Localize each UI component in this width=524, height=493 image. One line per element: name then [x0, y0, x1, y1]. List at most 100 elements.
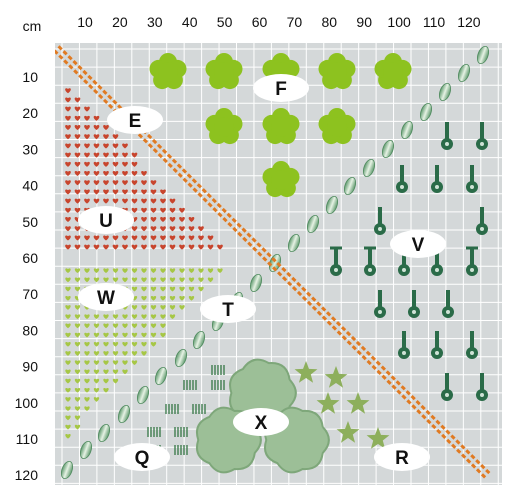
region-label-r: R — [374, 443, 430, 471]
dash-segment — [351, 345, 357, 351]
seed-pod-icon — [154, 366, 168, 386]
dash-segment — [142, 138, 149, 144]
heart-icon — [198, 235, 204, 241]
svg-text:V: V — [412, 235, 425, 256]
heart-icon — [122, 314, 128, 320]
x-tick-label: 110 — [423, 14, 446, 30]
dash-segment — [241, 227, 247, 233]
dash-segment — [167, 162, 173, 169]
heart-icon — [150, 180, 157, 186]
dash-segment — [83, 79, 89, 85]
heart-icon — [160, 189, 166, 195]
heart-icon — [112, 268, 119, 274]
heart-icon — [150, 189, 157, 195]
dash-segment — [410, 395, 416, 401]
heart-icon — [65, 235, 71, 241]
heart-icon — [74, 268, 81, 274]
heart-icon — [179, 286, 185, 292]
flower-icon — [149, 53, 187, 90]
heart-icon — [65, 180, 71, 186]
heart-icon — [131, 332, 138, 338]
seed-pod-icon — [419, 102, 433, 122]
region-label-q: Q — [114, 443, 170, 471]
heart-icon — [179, 295, 185, 301]
heart-icon — [65, 226, 71, 232]
dash-segment — [197, 192, 203, 198]
dash-segment — [172, 167, 178, 173]
dash-segment — [222, 217, 228, 223]
heart-icon — [112, 369, 119, 375]
dash-segment — [386, 379, 392, 385]
y-tick-label: 50 — [22, 214, 38, 230]
heart-icon — [112, 143, 119, 149]
heart-icon — [160, 198, 166, 204]
dash-segment — [271, 257, 277, 263]
dash-segment — [227, 221, 233, 228]
heart-icon — [169, 226, 176, 232]
dash-segment — [405, 390, 411, 396]
heart-icon — [84, 406, 90, 412]
dash-segment — [301, 286, 307, 292]
heart-icon — [65, 397, 71, 402]
dash-segment — [242, 236, 248, 242]
region-label-v: V — [390, 230, 446, 258]
heart-icon — [74, 152, 81, 158]
dash-segment — [266, 252, 272, 258]
heart-icon — [169, 314, 176, 320]
y-tick-label: 30 — [22, 141, 38, 157]
heart-icon — [103, 314, 109, 320]
heart-icon — [74, 406, 81, 412]
heart-icon — [122, 323, 128, 329]
dash-segment — [251, 237, 257, 243]
heart-icon — [217, 244, 223, 250]
heart-icon — [74, 351, 81, 356]
dash-segment — [441, 433, 447, 440]
heart-icon — [217, 268, 223, 274]
dash-segment — [67, 55, 73, 61]
heart-icon — [179, 277, 185, 283]
dash-segment — [341, 335, 347, 341]
dash-segment — [440, 424, 446, 430]
seed-pod-icon — [174, 348, 188, 368]
dash-segment — [436, 428, 442, 435]
dash-segment — [331, 325, 337, 331]
dash-segment — [326, 311, 332, 317]
dash-segment — [321, 315, 328, 321]
heart-icon — [179, 244, 185, 250]
heart-icon — [122, 268, 128, 274]
dash-segment — [445, 429, 451, 435]
dash-segment — [390, 375, 396, 381]
heart-icon — [74, 277, 81, 283]
heart-icon — [93, 378, 100, 384]
dash-segment — [350, 335, 357, 342]
x-tick-label: 50 — [217, 14, 233, 30]
heart-icon — [93, 235, 100, 241]
heart-icon — [160, 226, 166, 232]
heart-icon — [84, 152, 90, 158]
heart-icon — [93, 369, 100, 375]
dash-segment — [181, 168, 188, 174]
stake-icon — [476, 122, 488, 150]
heart-icon — [188, 244, 195, 250]
dash-segment — [431, 423, 437, 430]
seed-pod-icon — [362, 158, 376, 178]
flower-icon — [262, 108, 300, 145]
heart-icon — [131, 277, 138, 283]
dash-segment — [72, 60, 78, 66]
heart-icon — [65, 406, 71, 412]
heart-icon — [84, 106, 90, 112]
heart-icon — [150, 217, 157, 223]
dash-segment — [152, 148, 158, 154]
dash-segment — [381, 374, 387, 380]
heart-icon — [74, 397, 81, 402]
y-tick-label: 40 — [22, 178, 38, 194]
x-tick-label: 100 — [387, 14, 411, 30]
dash-segment — [291, 276, 297, 283]
heart-icon — [74, 378, 81, 384]
heart-icon — [131, 305, 138, 310]
heart-icon — [74, 180, 81, 186]
dash-segment — [166, 153, 173, 159]
dash-segment — [455, 439, 461, 445]
dash-segment — [237, 231, 243, 238]
heart-icon — [74, 189, 81, 195]
